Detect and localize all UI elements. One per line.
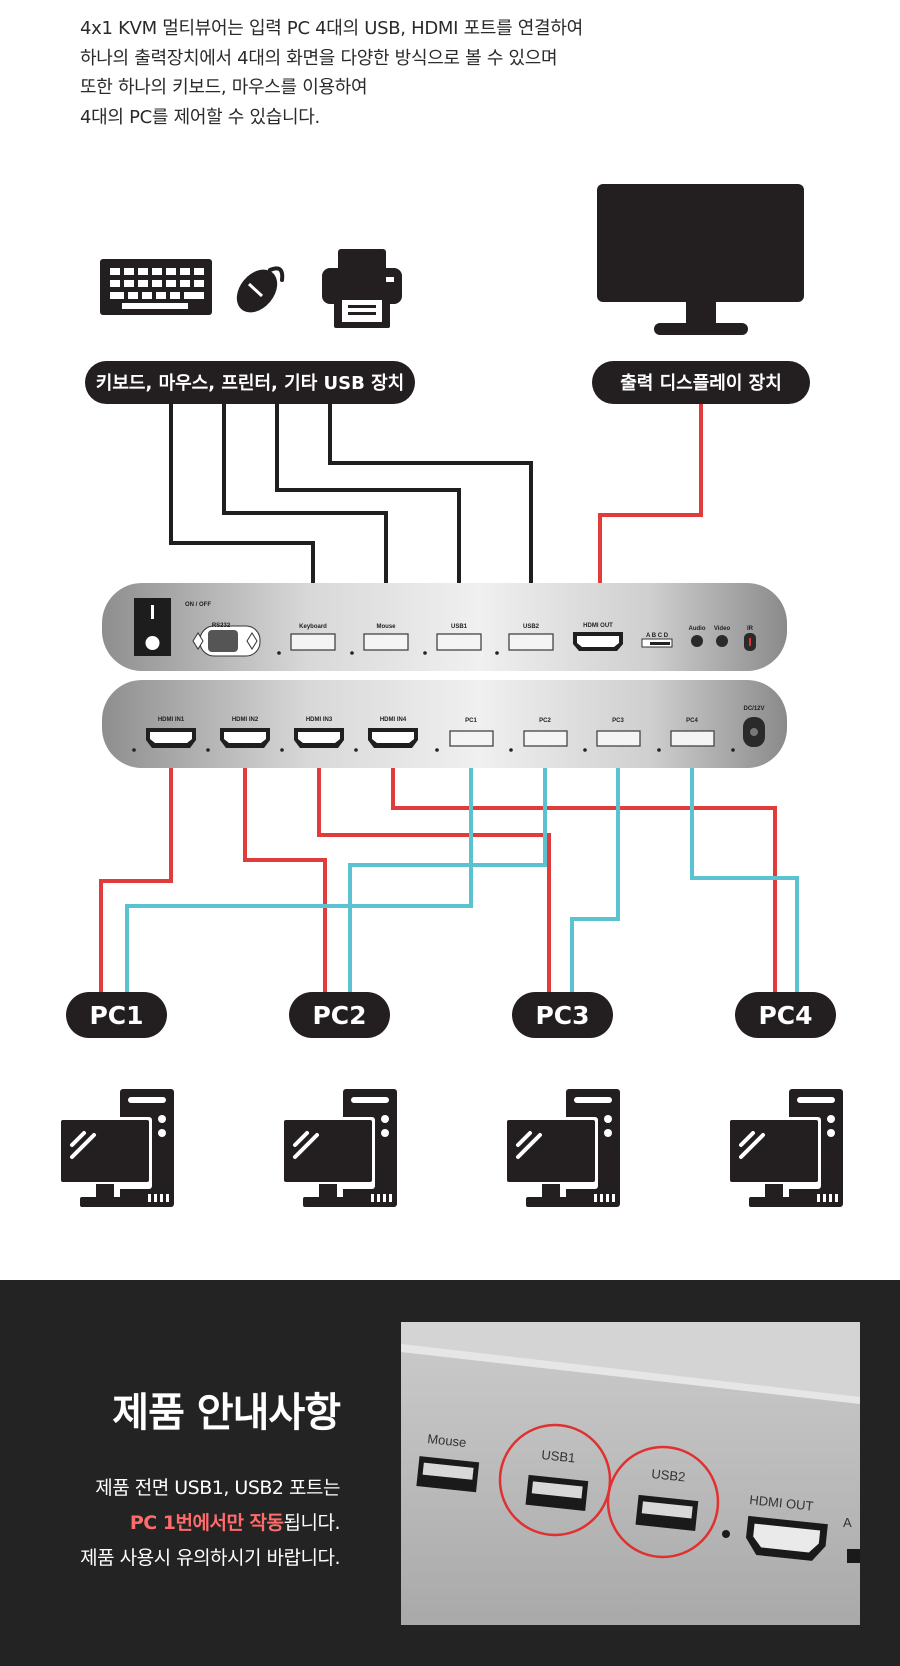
back-panel: HDMI IN1 HDMI IN2 HDMI IN3 HDMI IN4 bbox=[102, 680, 787, 768]
photo-hdmi-out-port bbox=[746, 1515, 828, 1561]
intro-line: 4x1 KVM 멀티뷰어는 입력 PC 4대의 USB, HDMI 포트를 연결… bbox=[80, 18, 583, 39]
pc-usb-ports: PC1 PC2 PC3 PC4 bbox=[435, 718, 715, 752]
pc1-label: PC1 bbox=[89, 1001, 143, 1030]
pc-labels: PC1 PC2 PC3 PC4 bbox=[66, 992, 836, 1038]
intro-text: 4x1 KVM 멀티뷰어는 입력 PC 4대의 USB, HDMI 포트를 연결… bbox=[80, 14, 780, 132]
video-port: Video bbox=[714, 626, 731, 647]
hdmi-cables bbox=[99, 768, 777, 993]
desktop-computer-icon bbox=[281, 1089, 397, 1207]
desktop-computer-icons bbox=[58, 1089, 843, 1207]
pc2-usb-port: PC2 bbox=[509, 718, 568, 752]
pc2-pill: PC2 bbox=[289, 992, 390, 1038]
photo-usb2-label: USB2 bbox=[651, 1466, 686, 1484]
switch-label: ON / OFF bbox=[185, 602, 211, 608]
mouse-port-label: Mouse bbox=[376, 624, 396, 630]
intro-line: 또한 하나의 키보드, 마우스를 이용하여 bbox=[80, 77, 368, 98]
rs232-label: RS232 bbox=[212, 623, 231, 629]
usb2-port: USB2 bbox=[495, 624, 554, 655]
pc4-pill: PC4 bbox=[735, 992, 836, 1038]
pc2-label: PC2 bbox=[312, 1001, 366, 1030]
pc1-pill: PC1 bbox=[66, 992, 167, 1038]
printer-icon bbox=[322, 249, 402, 328]
desktop-computer-icon bbox=[58, 1089, 174, 1207]
display-label: 출력 디스플레이 장치 bbox=[620, 373, 782, 394]
pc3-usb-port: PC3 bbox=[583, 718, 641, 752]
front-panel: ON / OFF RS232 Keyboard Mouse USB1 bbox=[102, 583, 787, 671]
mouse-icon bbox=[236, 266, 285, 313]
photo-usb1-label: USB1 bbox=[541, 1447, 576, 1465]
pc4-label: PC4 bbox=[758, 1001, 812, 1030]
pc2-port-label: PC2 bbox=[539, 718, 551, 724]
notice-highlight: PC 1번에서만 작동 bbox=[129, 1512, 284, 1534]
device-cables bbox=[169, 404, 533, 583]
usb2-port-label: USB2 bbox=[523, 624, 540, 630]
keyboard-port: Keyboard bbox=[277, 624, 336, 655]
ir-port: IR bbox=[744, 626, 756, 651]
pc3-pill: PC3 bbox=[512, 992, 613, 1038]
pc3-label: PC3 bbox=[535, 1001, 589, 1030]
video-label: Video bbox=[714, 626, 731, 632]
mouse-port: Mouse bbox=[350, 624, 409, 655]
hdmi-in2-label: HDMI IN2 bbox=[232, 717, 259, 723]
keyboard-icon bbox=[100, 259, 212, 315]
rs232-port: RS232 bbox=[192, 623, 261, 657]
monitor-icon bbox=[597, 184, 804, 335]
notice-title: 제품 안내사항 bbox=[112, 1390, 341, 1436]
hdmi-in1-label: HDMI IN1 bbox=[158, 717, 185, 723]
hdmi-in4-label: HDMI IN4 bbox=[380, 717, 407, 723]
desktop-computer-icon bbox=[504, 1089, 620, 1207]
display-mode-indicator: A B C D bbox=[641, 633, 673, 648]
desktop-computer-icon bbox=[727, 1089, 843, 1207]
ir-label: IR bbox=[747, 626, 754, 632]
notice-line-2: PC 1번에서만 작동됩니다. bbox=[129, 1508, 341, 1535]
photo-mouse-label: Mouse bbox=[427, 1431, 467, 1450]
hdmi-in3-label: HDMI IN3 bbox=[306, 717, 333, 723]
display-cable bbox=[598, 404, 703, 583]
hdmi-in4-port: HDMI IN4 bbox=[354, 717, 418, 752]
usb1-port: USB1 bbox=[423, 624, 482, 655]
power-switch bbox=[134, 598, 171, 656]
dc-label: DC/12V bbox=[743, 706, 764, 712]
pc4-port-label: PC4 bbox=[686, 718, 698, 724]
abcd-label: A B C D bbox=[646, 633, 669, 639]
photo-usb1-port bbox=[525, 1474, 589, 1511]
usb1-port-label: USB1 bbox=[451, 624, 468, 630]
usb-devices-pill: 키보드, 마우스, 프린터, 기타 USB 장치 bbox=[85, 361, 415, 404]
photo-edge-label: A bbox=[843, 1515, 852, 1530]
photo-usb2-port bbox=[635, 1494, 699, 1531]
intro-line: 하나의 출력장치에서 4대의 화면을 다양한 방식으로 볼 수 있으며 bbox=[80, 47, 558, 69]
intro-line: 4대의 PC를 제어할 수 있습니다. bbox=[80, 106, 320, 128]
audio-port: Audio bbox=[689, 626, 706, 647]
display-pill: 출력 디스플레이 장치 bbox=[592, 361, 810, 404]
hdmi-out-label: HDMI OUT bbox=[583, 623, 613, 629]
pc1-usb-port: PC1 bbox=[435, 718, 494, 752]
photo-hdmi-out-label: HDMI OUT bbox=[749, 1492, 815, 1514]
hdmi-in3-port: HDMI IN3 bbox=[280, 717, 344, 752]
notice-line-2-rest: 됩니다. bbox=[283, 1512, 341, 1534]
notice-line-1: 제품 전면 USB1, USB2 포트는 bbox=[95, 1477, 340, 1499]
audio-label: Audio bbox=[689, 626, 706, 632]
photo-mouse-port bbox=[416, 1456, 480, 1493]
keyboard-port-label: Keyboard bbox=[299, 624, 327, 630]
notice-line-3: 제품 사용시 유의하시기 바랍니다. bbox=[80, 1547, 340, 1569]
usb1-highlight-circle bbox=[498, 1423, 612, 1537]
usb2-highlight-circle bbox=[606, 1445, 720, 1559]
dc-power-port: DC/12V bbox=[731, 706, 765, 752]
pc3-port-label: PC3 bbox=[612, 718, 624, 724]
hdmi-out-port: HDMI OUT bbox=[573, 623, 623, 651]
front-usb-ports: Keyboard Mouse USB1 USB2 bbox=[277, 624, 554, 655]
pc4-usb-port: PC4 bbox=[657, 718, 715, 752]
product-front-photo: Mouse USB1 USB2 HDMI OUT A bbox=[401, 1322, 860, 1625]
usb-devices-label: 키보드, 마우스, 프린터, 기타 USB 장치 bbox=[96, 373, 404, 394]
hdmi-in-ports: HDMI IN1 HDMI IN2 HDMI IN3 HDMI IN4 bbox=[132, 717, 418, 752]
kvm-connection-diagram: 키보드, 마우스, 프린터, 기타 USB 장치 출력 디스플레이 장치 ON … bbox=[58, 184, 843, 1207]
pc1-port-label: PC1 bbox=[465, 718, 477, 724]
usb-cables bbox=[125, 768, 799, 993]
hdmi-in1-port: HDMI IN1 bbox=[132, 717, 196, 752]
hdmi-in2-port: HDMI IN2 bbox=[206, 717, 270, 752]
product-photo-illustration: Mouse USB1 USB2 HDMI OUT A bbox=[401, 1322, 860, 1625]
